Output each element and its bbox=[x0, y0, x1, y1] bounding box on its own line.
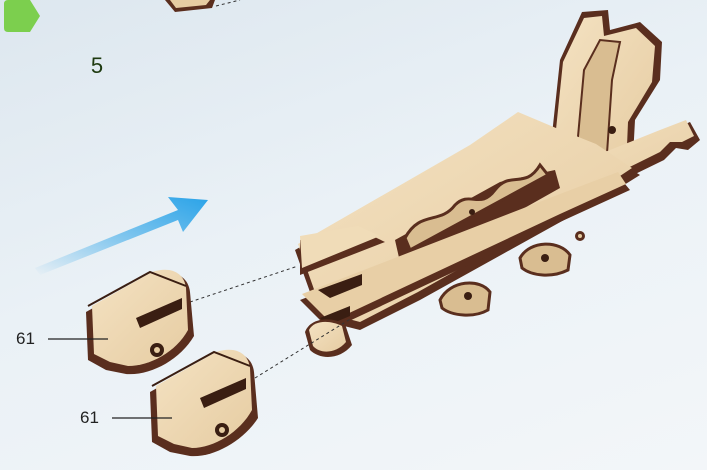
insert-direction-arrow bbox=[35, 197, 208, 275]
step-badge bbox=[0, 0, 44, 32]
main-assembly bbox=[295, 10, 700, 357]
part-label-upper: 61 bbox=[16, 329, 35, 349]
partial-piece-top bbox=[165, 0, 240, 12]
part-label-lower: 61 bbox=[80, 408, 99, 428]
part-61-upper bbox=[86, 270, 194, 374]
step-number: 5 bbox=[78, 50, 116, 82]
part-61-lower bbox=[150, 350, 258, 456]
